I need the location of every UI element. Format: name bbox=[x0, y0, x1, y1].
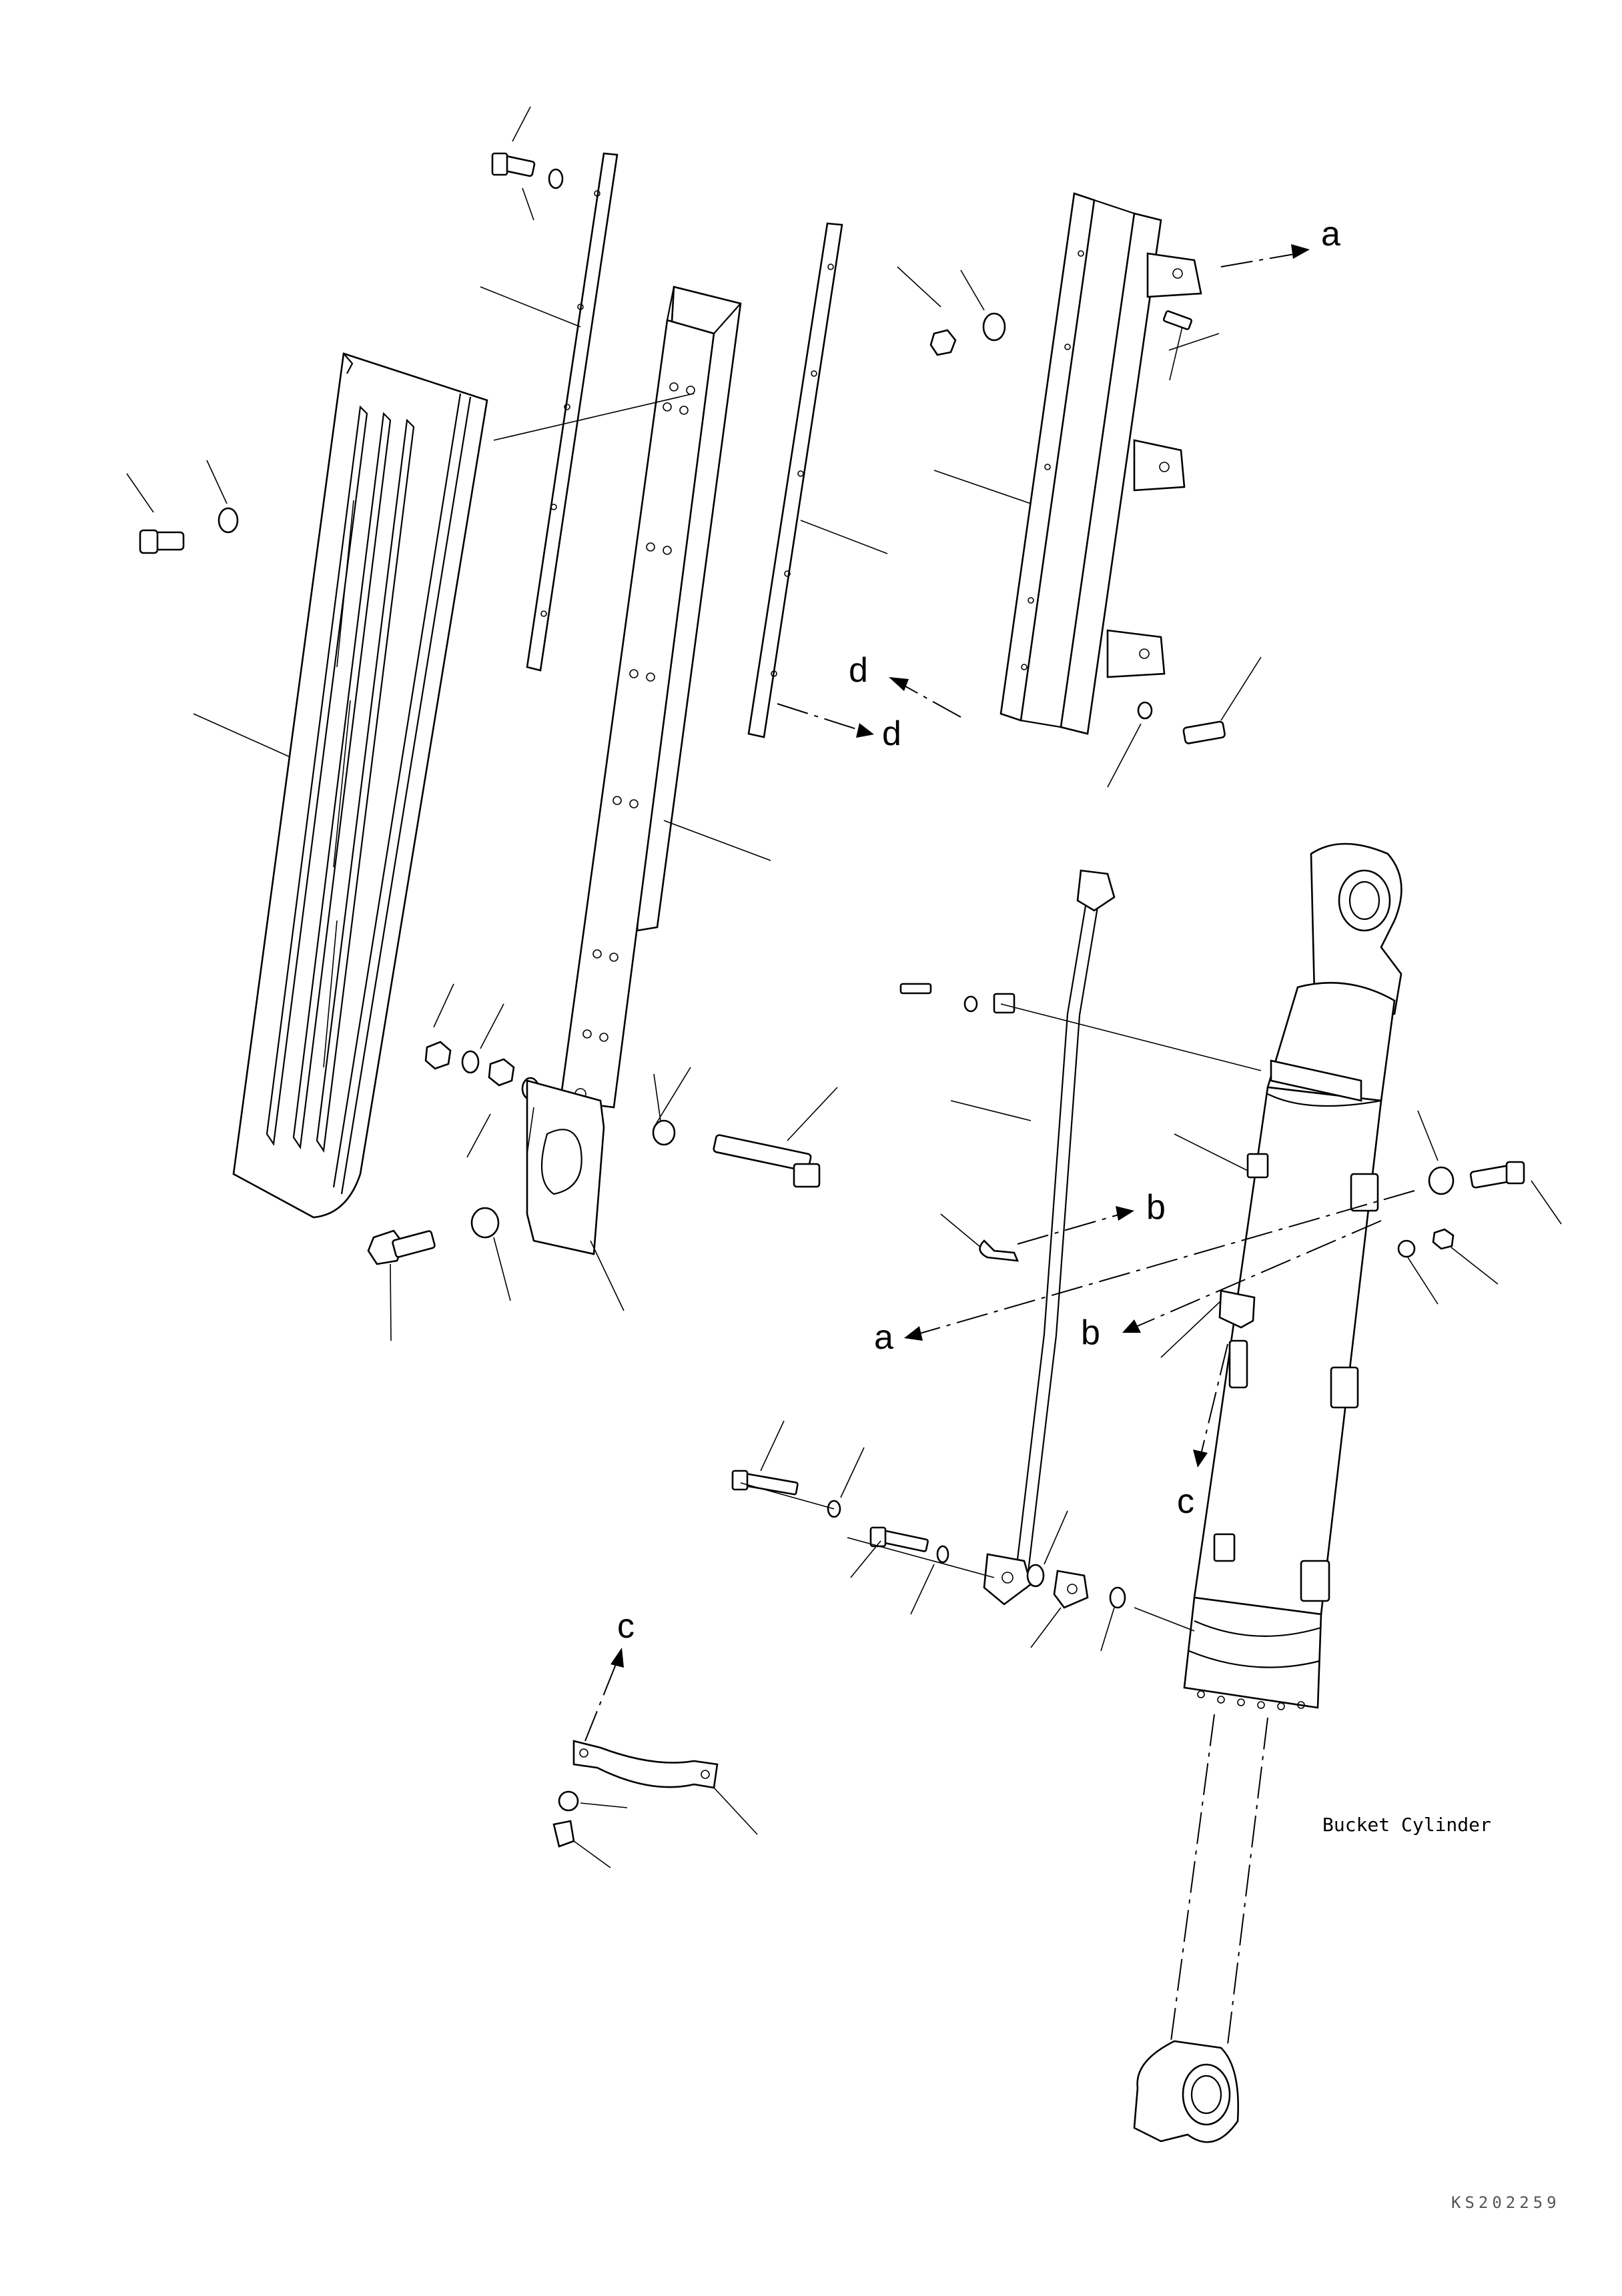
clamp-block bbox=[526, 1079, 605, 1255]
channel-rail bbox=[999, 192, 1202, 735]
ref-letter-b-left: b bbox=[1081, 1313, 1100, 1352]
leader-lines bbox=[126, 106, 1562, 1868]
guard-cover bbox=[232, 352, 488, 1219]
flange-block bbox=[1053, 1570, 1089, 1609]
bolt-rail bbox=[1182, 720, 1226, 744]
washer-top-right bbox=[982, 312, 1006, 342]
o-ring-1 bbox=[1026, 1564, 1045, 1588]
u-clamp bbox=[572, 1740, 719, 1789]
o-ring-2 bbox=[1109, 1586, 1126, 1609]
clamp-bracket bbox=[1218, 1289, 1256, 1389]
mounting-plate bbox=[559, 285, 742, 1109]
hydraulic-pipe bbox=[983, 869, 1116, 1606]
document-number: KS202259 bbox=[1451, 2193, 1561, 2212]
thin-bar-left bbox=[526, 152, 619, 672]
caption-bucket-cylinder: Bucket Cylinder bbox=[1322, 1814, 1491, 1836]
ref-letter-a-bottom: a bbox=[874, 1318, 893, 1357]
washer-clamp bbox=[558, 1790, 579, 1812]
washer-pipe-2 bbox=[936, 1545, 949, 1564]
washer-1 bbox=[461, 1050, 480, 1074]
thin-bar-right bbox=[747, 222, 843, 738]
hex-bolt-bottom bbox=[367, 1229, 436, 1265]
long-bolt bbox=[713, 1134, 821, 1188]
pipe-clamp-top bbox=[899, 983, 1016, 1014]
washer-cyl-small bbox=[1397, 1239, 1416, 1258]
ref-letter-d-left: d bbox=[849, 651, 868, 690]
ref-letter-c-upper: c bbox=[617, 1607, 635, 1646]
ref-letter-c-lower: c bbox=[1177, 1482, 1194, 1521]
bolt-clamp bbox=[552, 1820, 575, 1848]
bucket-cylinder bbox=[1133, 842, 1402, 2143]
ref-letter-d-right: d bbox=[882, 714, 901, 753]
reference-arrows bbox=[584, 244, 1415, 1742]
washer-bottom bbox=[470, 1207, 500, 1239]
nut-cyl bbox=[1432, 1228, 1455, 1250]
ref-letter-a-top: a bbox=[1321, 215, 1340, 253]
nut-2 bbox=[488, 1058, 515, 1087]
washer-left bbox=[218, 507, 239, 534]
bolt-top-left bbox=[491, 152, 536, 177]
ref-letter-b-right: b bbox=[1146, 1188, 1166, 1227]
washer-top-left bbox=[548, 168, 564, 189]
bolt-pipe-lower-2 bbox=[869, 1526, 929, 1552]
washer-cyl-right bbox=[1428, 1166, 1455, 1195]
wire-clip bbox=[979, 1239, 1020, 1262]
nut-1 bbox=[424, 1041, 452, 1070]
bolt-pipe-lower-1 bbox=[731, 1470, 799, 1496]
bolt-left bbox=[139, 529, 185, 554]
washer-rail bbox=[1137, 701, 1153, 720]
bolt-bracket-top bbox=[1163, 310, 1192, 330]
bolt-cyl-right bbox=[1469, 1161, 1525, 1189]
washer-3 bbox=[652, 1119, 676, 1146]
nut-top-right bbox=[929, 329, 957, 356]
